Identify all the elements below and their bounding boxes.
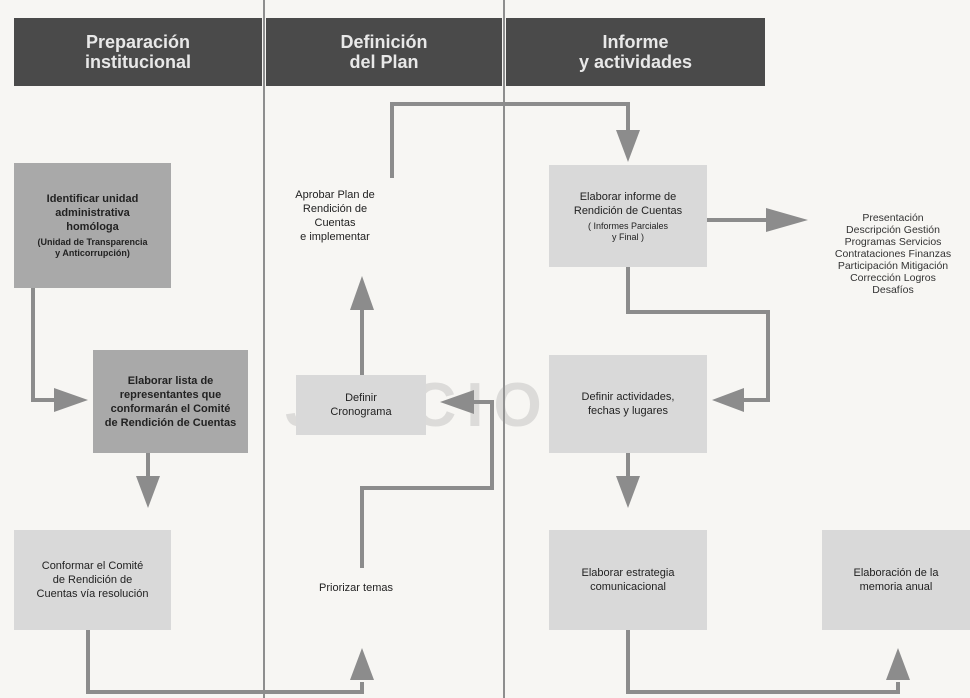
arrowhead-down xyxy=(616,476,640,508)
node-priorizar-temas: Priorizar temas xyxy=(319,582,393,594)
arrowhead-left xyxy=(440,390,474,414)
header-definicion: Definición del Plan xyxy=(266,18,502,86)
node-definir-cronograma: Definir Cronograma xyxy=(296,375,426,435)
connector-informe-to-actividades xyxy=(626,267,770,402)
node-definir-actividades: Definir actividades, fechas y lugares xyxy=(549,355,707,453)
node-identificar-sub: (Unidad de Transparencia y Anticorrupció… xyxy=(37,237,148,258)
arrowhead-up xyxy=(350,648,374,680)
arrowhead-right xyxy=(766,208,808,232)
informe-content-item: Programas Servicios xyxy=(844,236,942,248)
informe-content-item: Participación Mitigación xyxy=(837,260,949,272)
lane-divider-2 xyxy=(503,0,505,698)
header-informe: Informe y actividades xyxy=(506,18,765,86)
informe-content-item: Corrección Logros xyxy=(850,272,936,284)
arrowhead-down xyxy=(136,476,160,508)
informe-content-item: Descripción Gestión xyxy=(846,224,940,236)
header-preparacion: Preparación institucional xyxy=(14,18,262,86)
connector-identificar-to-lista xyxy=(31,288,58,402)
connector-priorizar-to-cronograma xyxy=(360,400,494,568)
node-estrategia-comunicacional: Elaborar estrategia comunicacional xyxy=(549,530,707,630)
lane-divider-1 xyxy=(263,0,265,698)
node-conformar-comite: Conformar el Comité de Rendición de Cuen… xyxy=(14,530,171,630)
arrowhead-right xyxy=(54,388,88,412)
informe-contents-list: Presentación Descripción Gestión Program… xyxy=(818,212,968,296)
informe-content-item: Contrataciones Finanzas xyxy=(834,248,952,260)
connector-conformar-to-priorizar xyxy=(86,630,364,694)
informe-content-item: Desafíos xyxy=(872,284,914,296)
node-elaborar-informe-title: Elaborar informe de Rendición de Cuentas xyxy=(573,190,683,217)
node-elaborar-informe-sub: ( Informes Parciales y Final ) xyxy=(587,220,669,242)
arrowhead-down xyxy=(616,130,640,162)
arrowhead-up xyxy=(350,276,374,310)
node-identificar-unidad: Identificar unidad administrativa homólo… xyxy=(14,163,171,288)
informe-content-item: Presentación xyxy=(862,212,924,224)
connector-aprobar-to-informe xyxy=(390,102,630,178)
connector-estrategia-to-memoria xyxy=(626,630,900,694)
node-aprobar-plan: Aprobar Plan de Rendición de Cuentas e i… xyxy=(295,188,375,243)
node-memoria-anual: Elaboración de la memoria anual xyxy=(822,530,970,630)
arrowhead-left xyxy=(712,388,744,412)
node-elaborar-informe: Elaborar informe de Rendición de Cuentas… xyxy=(549,165,707,267)
arrowhead-up xyxy=(886,648,910,680)
node-identificar-title: Identificar unidad administrativa homólo… xyxy=(46,193,139,233)
node-elaborar-lista: Elaborar lista de representantes que con… xyxy=(93,350,248,453)
